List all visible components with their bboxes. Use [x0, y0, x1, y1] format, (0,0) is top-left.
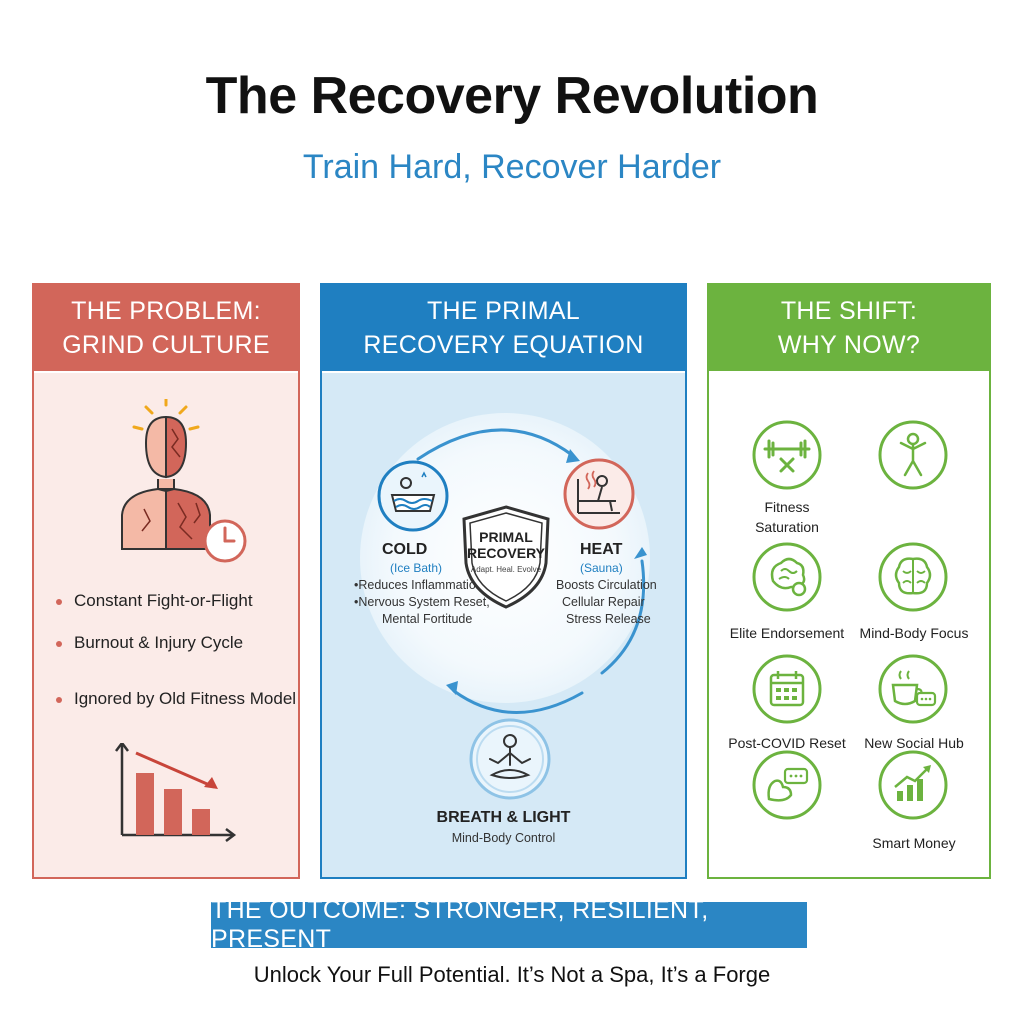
badge-line1: PRIMAL — [479, 529, 533, 545]
page-title: The Recovery Revolution — [205, 67, 819, 125]
equation-panel-body: COLD (Ice Bath) •Reduces Inflammation •N… — [322, 371, 685, 877]
heat-benefit: Boosts Circulation — [556, 578, 657, 592]
shift-item-label: Post-COVID Reset — [728, 735, 846, 751]
cold-sub: (Ice Bath) — [390, 561, 443, 575]
problem-bullet-text: Ignored by Old Fitness Model — [74, 689, 297, 708]
shift-panel: THE SHIFT: WHY NOW? Fitness Saturation — [707, 283, 991, 879]
athlete-icon — [878, 420, 948, 490]
problem-panel-title: THE PROBLEM: GRIND CULTURE — [34, 285, 298, 371]
calendar-icon — [752, 654, 822, 724]
shift-item-label: Smart Money — [872, 835, 956, 851]
equation-panel-title: THE PRIMAL RECOVERY EQUATION — [322, 285, 685, 371]
shift-panel-body: Fitness Saturation Elite Endorsement Min… — [709, 371, 989, 877]
shield-badge-icon — [462, 505, 550, 609]
problem-bullet-item: Ignored by Old Fitness Model — [56, 689, 296, 709]
problem-bullet-item: Burnout & Injury Cycle — [56, 633, 243, 653]
stressed-person-icon — [121, 399, 211, 550]
shift-item-label: Fitness Saturation — [755, 499, 819, 535]
problem-bullet-text: Burnout & Injury Cycle — [74, 633, 244, 652]
flex-chat-icon — [752, 750, 822, 820]
problem-bullet-item: Constant Fight-or-Flight — [56, 591, 253, 611]
growth-chart-icon — [878, 750, 948, 820]
heat-sub: (Sauna) — [580, 561, 623, 575]
problem-panel: THE PROBLEM: GRIND CULTURE — [32, 283, 300, 879]
breath-label: BREATH & LIGHT — [436, 809, 571, 826]
badge-line2: RECOVERY — [466, 545, 546, 561]
brain-gear-icon — [752, 542, 822, 612]
tagline: Unlock Your Full Potential. It’s Not a S… — [253, 962, 771, 987]
cycle-arrows-icon — [416, 428, 647, 714]
heat-benefit: Stress Release — [566, 612, 651, 626]
meditation-icon — [469, 718, 551, 800]
badge-line3: Adapt. Heal. Evolve — [470, 565, 542, 574]
problem-panel-body: Constant Fight-or-Flight Burnout & Injur… — [34, 371, 298, 877]
shift-item-label: Mind-Body Focus — [859, 625, 969, 641]
shift-item-label: Elite Endorsement — [729, 625, 845, 641]
sauna-icon — [563, 458, 635, 530]
cold-benefit: Mental Fortitude — [382, 612, 473, 626]
shift-item-label: New Social Hub — [864, 735, 964, 751]
ice-bath-icon — [377, 460, 449, 532]
cold-benefit: •Nervous System Reset, — [354, 595, 490, 609]
brain-icon — [878, 542, 948, 612]
page-subtitle: Train Hard, Recover Harder — [302, 148, 722, 186]
cold-benefit: •Reduces Inflammation — [354, 578, 483, 592]
heat-label: HEAT — [580, 541, 623, 558]
barbell-x-icon — [752, 420, 822, 490]
heat-benefit: Cellular Repair — [562, 595, 645, 609]
coffee-chat-icon — [878, 654, 948, 724]
problem-bullet-text: Constant Fight-or-Flight — [74, 591, 253, 610]
clock-icon — [203, 519, 247, 563]
outcome-banner: THE OUTCOME: STRONGER, RESILIENT, PRESEN… — [211, 896, 807, 953]
equation-panel: THE PRIMAL RECOVERY EQUATION COLD (Ice B… — [320, 283, 687, 879]
shift-panel-title: THE SHIFT: WHY NOW? — [709, 285, 989, 371]
cold-label: COLD — [382, 541, 428, 558]
declining-bar-chart-icon — [115, 743, 237, 842]
breath-sub: Mind-Body Control — [451, 831, 556, 845]
